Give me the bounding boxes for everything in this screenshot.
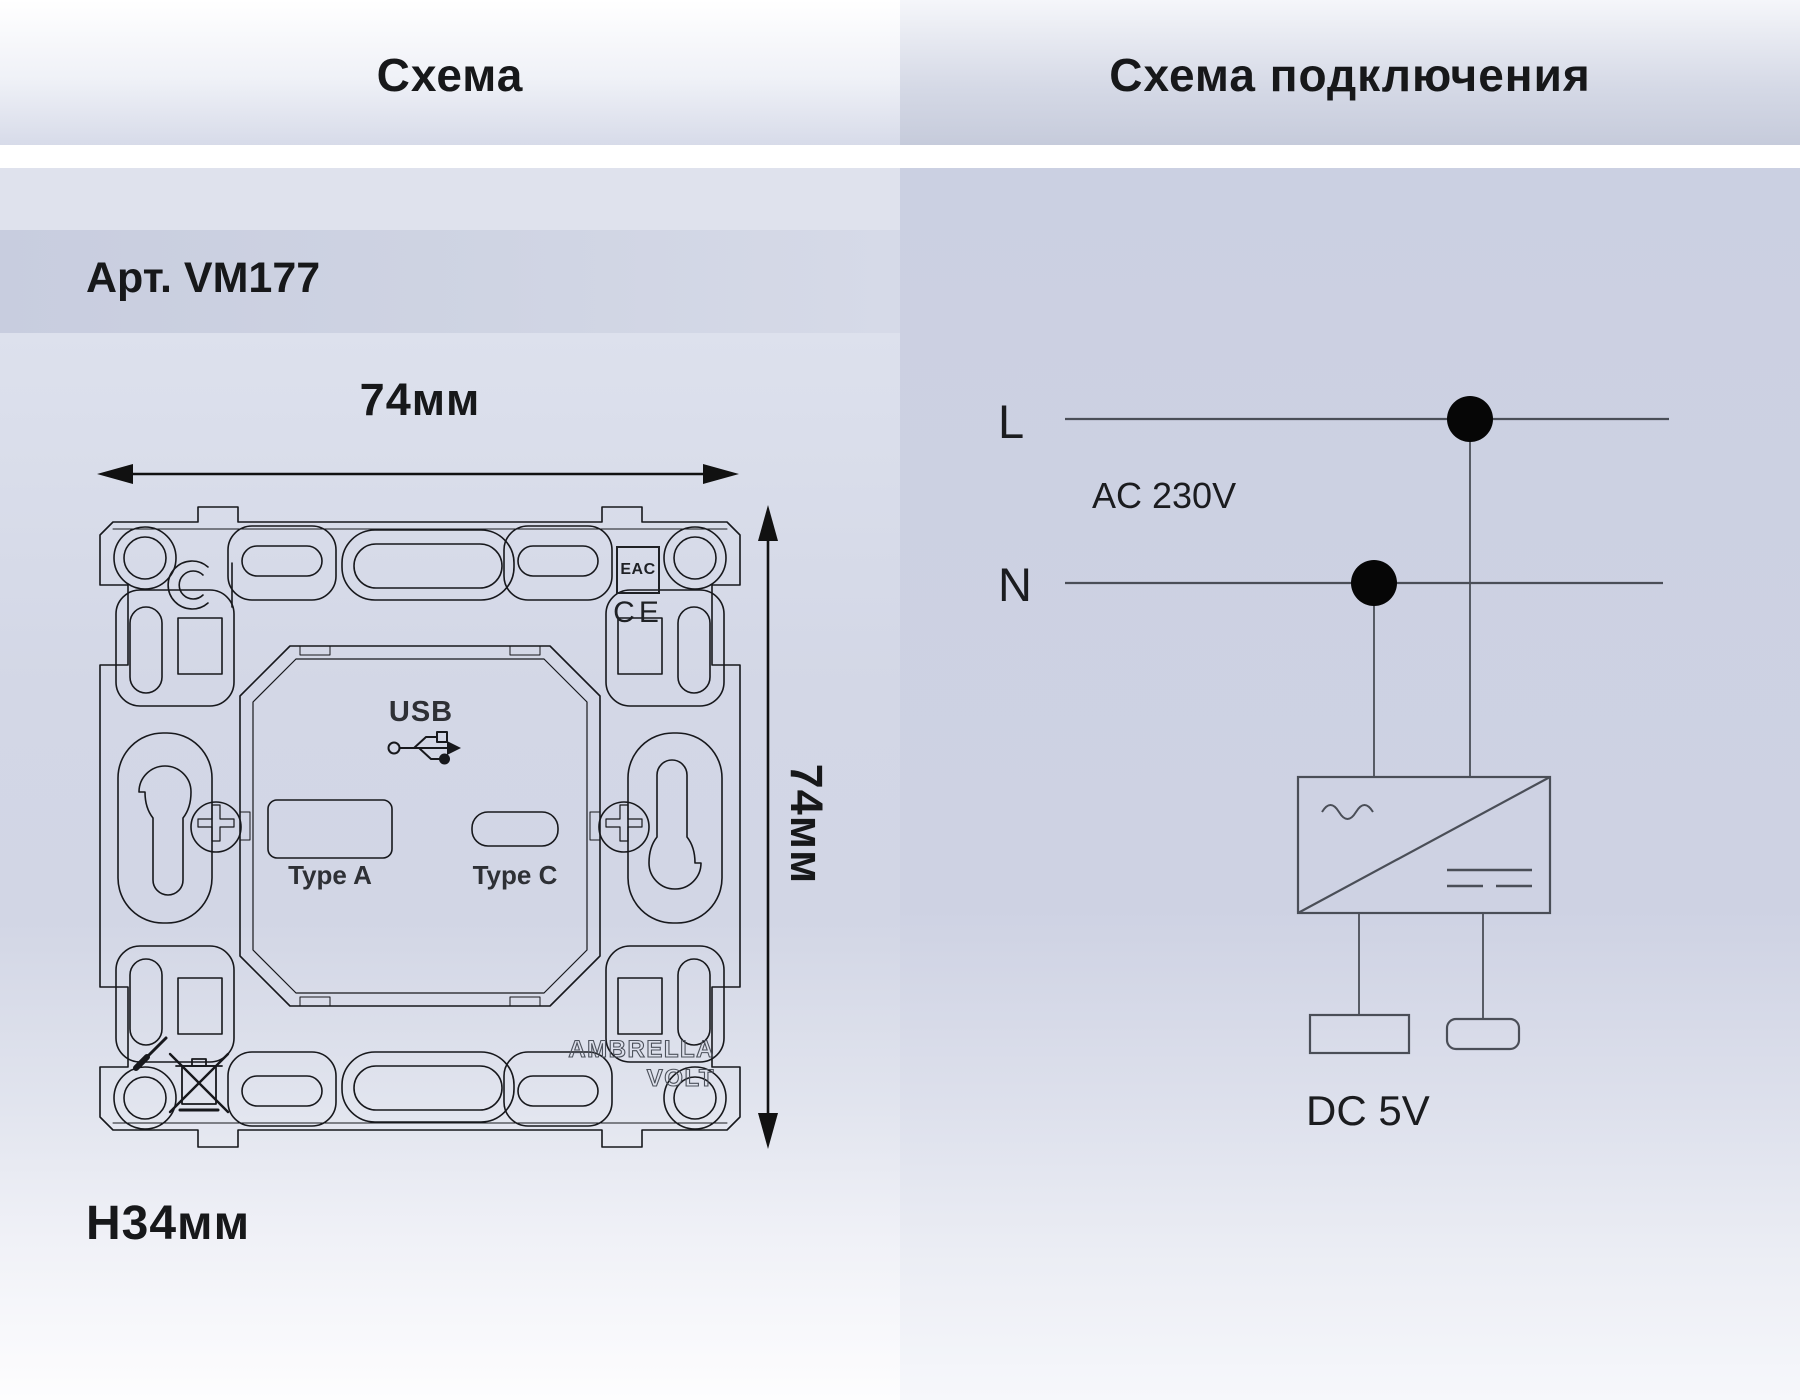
type-c-engraving: Type C	[472, 860, 558, 890]
mechanism-drawing	[99, 506, 741, 1148]
plate-outline	[99, 506, 741, 1148]
corner-screw-holes	[113, 526, 727, 1130]
junction-dot-neutral	[1351, 560, 1397, 606]
left-subband	[0, 168, 900, 230]
width-dimension-label: 74мм	[359, 374, 481, 425]
keyhole-slots	[117, 732, 723, 924]
usb-type-c-port	[471, 811, 559, 847]
top-edge-slots	[227, 525, 613, 601]
ce-certification-mark: CE	[613, 596, 663, 629]
dimension-height-arrow	[758, 505, 778, 1149]
article-band	[0, 230, 900, 333]
eac-certification-mark: EAC	[616, 546, 660, 594]
page-title-left: Схема	[376, 49, 524, 101]
dc-connector-a	[1308, 1013, 1411, 1055]
phillips-screw-icon	[190, 801, 650, 853]
bottom-edge-slots	[227, 1051, 613, 1127]
junction-dot-live	[1447, 396, 1493, 442]
depth-dimension-label: H34мм	[86, 1197, 251, 1250]
dc-bars-icon	[1447, 868, 1532, 888]
usb-type-a-port	[267, 799, 393, 859]
wiring-schematic	[1065, 396, 1669, 1055]
page-title-right: Схема подключения	[1109, 49, 1591, 101]
dimension-width-arrow	[97, 464, 739, 484]
ac-voltage-label: AC 230V	[1092, 475, 1237, 516]
right-panel-background	[900, 168, 1800, 1400]
usb-trident-icon	[387, 731, 461, 765]
divider-strip	[0, 145, 1800, 168]
height-dimension-label: 74мм	[781, 763, 832, 885]
type-a-engraving: Type A	[288, 860, 372, 890]
ac-sine-icon	[1321, 804, 1374, 820]
converter-box	[1296, 775, 1552, 915]
header-band-right	[900, 0, 1800, 145]
dc-voltage-label: DC 5V	[1306, 1087, 1430, 1134]
weee-crossed-bin-icon	[168, 1052, 230, 1114]
brand-engraving-line1: AMBRELLA	[568, 1035, 715, 1063]
dc-connector-c	[1445, 1017, 1521, 1051]
left-panel-background	[0, 333, 900, 1400]
header-band-left	[0, 0, 900, 145]
spring-clip	[167, 560, 233, 610]
article-number: Арт. VM177	[86, 254, 321, 302]
usb-engraving: USB	[388, 696, 454, 728]
brand-engraving-line2: VOLT	[646, 1064, 715, 1092]
neutral-line-label: N	[998, 558, 1032, 611]
screwdriver-icon	[133, 1036, 168, 1071]
central-opening	[239, 645, 601, 1007]
live-line-label: L	[998, 395, 1025, 448]
side-ears	[115, 589, 725, 1063]
